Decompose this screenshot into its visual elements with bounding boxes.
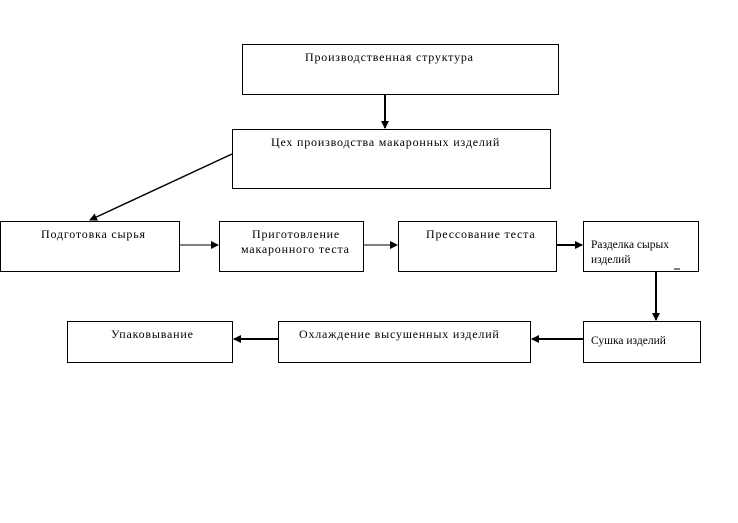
node-packing-label: Упаковывание <box>111 327 194 341</box>
node-cooling: Охлаждение высушенных изделий <box>278 321 531 363</box>
node-cutting-label-line1: Разделка сырых <box>591 239 669 251</box>
node-dough-pressing: Прессование теста <box>398 221 557 272</box>
node-drying-label: Сушка изделий <box>591 335 666 347</box>
node-cutting: Разделка сырых изделий <box>583 221 699 272</box>
edge-workshop-to-raw-preparation <box>89 153 233 221</box>
node-pasta-workshop: Цех производства макаронных изделий <box>232 129 551 189</box>
node-production-structure: Производственная структура <box>242 44 559 95</box>
node-packing: Упаковывание <box>67 321 233 363</box>
node-raw-preparation: Подготовка сырья <box>0 221 180 272</box>
node-production-structure-label: Производственная структура <box>305 50 474 64</box>
node-dough-preparation-label-line1: Приготовление <box>252 227 341 241</box>
node-cooling-label: Охлаждение высушенных изделий <box>299 327 500 341</box>
node-pasta-workshop-label: Цех производства макаронных изделий <box>271 135 501 149</box>
node-dough-preparation-label-line2: макаронного теста <box>241 242 350 256</box>
node-raw-preparation-label: Подготовка сырья <box>41 227 146 241</box>
node-drying: Сушка изделий <box>583 321 701 363</box>
node-cutting-label-line2: изделий <box>591 254 631 266</box>
node-dough-preparation: Приготовление макаронного теста <box>219 221 364 272</box>
node-dough-pressing-label: Прессование теста <box>426 227 536 241</box>
